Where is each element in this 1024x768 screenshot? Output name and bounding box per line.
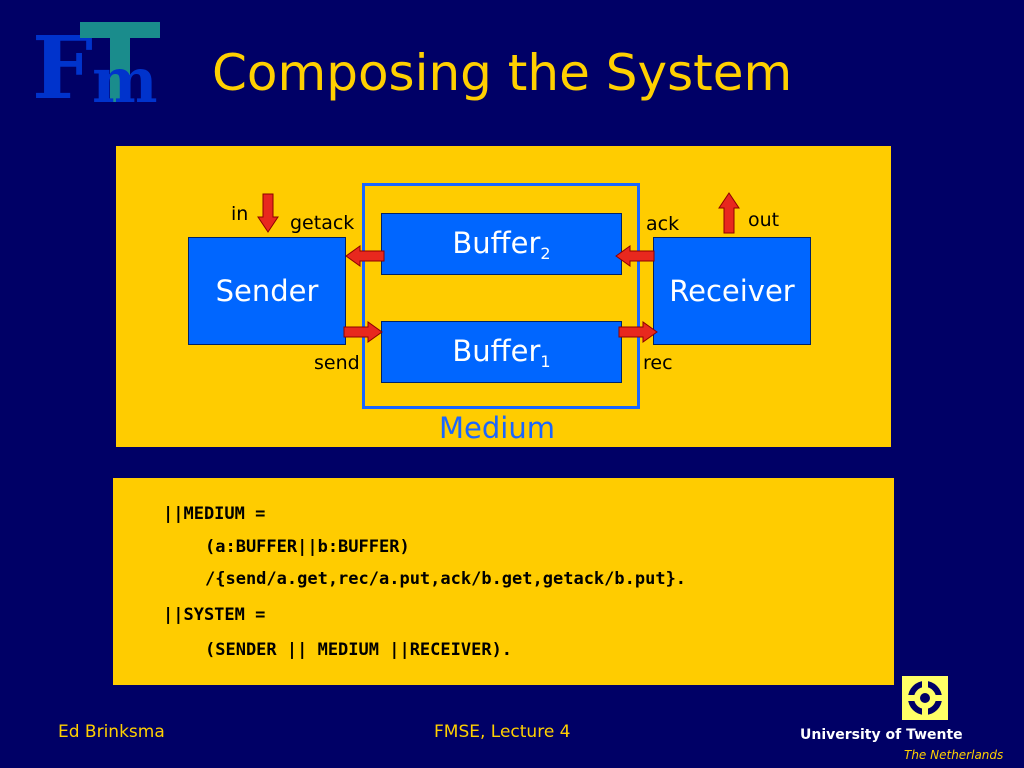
buffer2-box: Buffer2 (381, 213, 622, 275)
in-label: in (231, 203, 249, 225)
buffer1-label: Buffer1 (452, 333, 551, 371)
in-arrow-icon (257, 193, 279, 233)
fmt-logo: F m (32, 18, 160, 108)
code-line-2: (a:BUFFER||b:BUFFER) (205, 537, 410, 557)
medium-label: Medium (439, 411, 555, 445)
getack-label: getack (290, 212, 355, 234)
sender-label: Sender (215, 274, 319, 308)
code-line-5: (SENDER || MEDIUM ||RECEIVER). (205, 640, 513, 660)
rec-arrow-icon (618, 321, 658, 343)
ack-label: ack (646, 213, 680, 235)
buffer1-box: Buffer1 (381, 321, 622, 383)
university-name: University of Twente (800, 727, 963, 743)
medium-boundary (362, 183, 640, 409)
receiver-box: Receiver (653, 237, 811, 345)
university-country: The Netherlands (904, 748, 1004, 762)
code-line-4: ||SYSTEM = (163, 605, 266, 625)
out-arrow-icon (718, 192, 740, 234)
footer-course: FMSE, Lecture 4 (434, 722, 571, 742)
getack-arrow-icon (345, 245, 385, 267)
receiver-label: Receiver (669, 274, 795, 308)
footer-author: Ed Brinksma (58, 722, 165, 742)
send-label: send (314, 352, 360, 374)
ack-arrow-icon (615, 245, 655, 267)
code-line-3: /{send/a.get,rec/a.put,ack/b.get,getack/… (205, 569, 687, 589)
slide-title: Composing the System (212, 44, 793, 102)
university-logo-icon (902, 676, 948, 720)
rec-label: rec (643, 352, 673, 374)
diagram-panel: Sender Receiver Buffer2 Buffer1 in getac… (116, 146, 891, 447)
sender-box: Sender (188, 237, 346, 345)
buffer2-label: Buffer2 (452, 225, 551, 263)
code-line-1: ||MEDIUM = (163, 504, 266, 524)
send-arrow-icon (343, 321, 383, 343)
out-label: out (748, 209, 780, 231)
code-panel: ||MEDIUM = (a:BUFFER||b:BUFFER) /{send/a… (113, 478, 894, 685)
svg-text:m: m (92, 44, 158, 108)
